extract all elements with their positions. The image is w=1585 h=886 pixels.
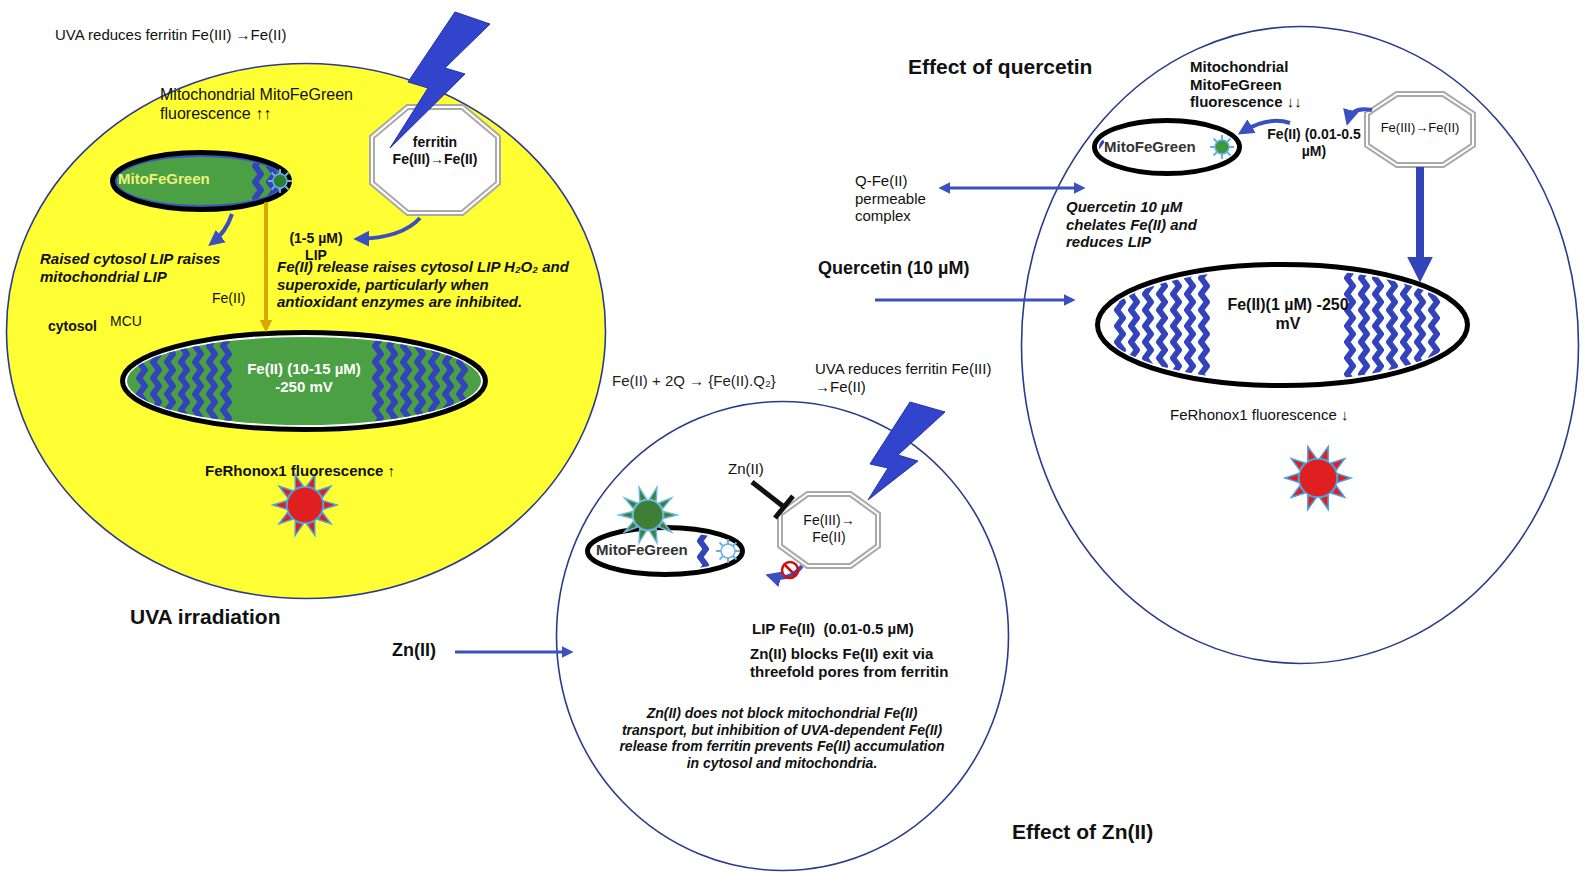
concentration: LIP Fe(II) (0.01-0.5 µM) bbox=[752, 620, 914, 638]
node-label: MitoFeGreen bbox=[1104, 138, 1209, 156]
annotation: Q-Fe(II) permeable complex bbox=[855, 172, 965, 225]
panel-title: Effect of Zn(II) bbox=[1012, 820, 1153, 845]
quercetin-cell-outline bbox=[1020, 25, 1580, 665]
quercetin-arrow bbox=[875, 299, 1072, 302]
annotation: Mitochondrial MitoFeGreen fluorescence ↑… bbox=[160, 86, 365, 124]
annotation: Raised cytosol LIP raises mitochondrial … bbox=[40, 250, 255, 285]
readout: FeRhonox1 fluorescence ↑ bbox=[205, 462, 395, 480]
annotation: Fe(II) release raises cytosol LIP H₂O₂ a… bbox=[277, 258, 569, 311]
mitochondrion: Fe(II)(1 µM) -250 mV bbox=[1095, 262, 1470, 388]
annotation: Zn(II) blocks Fe(II) exit via threefold … bbox=[750, 645, 985, 680]
complex-arrow bbox=[942, 187, 1082, 190]
mitochondrion: Fe(II) (10-15 µM) -250 mV bbox=[120, 330, 488, 432]
uva-cell: UVA irradiationcytosolMitoFeGreenferriti… bbox=[5, 62, 607, 600]
treatment-label: Zn(II) bbox=[392, 640, 436, 661]
zinc-arrow bbox=[455, 651, 570, 654]
panel-title: Effect of quercetin bbox=[908, 55, 1092, 80]
ferritin: ferritin Fe(III)→Fe(II) bbox=[370, 105, 500, 215]
mitochondrion: MitoFeGreen bbox=[585, 525, 745, 577]
ferritin: Fe(III)→ Fe(II) bbox=[778, 492, 880, 568]
note: UVA reduces ferritin Fe(III) →Fe(II) bbox=[815, 360, 1005, 395]
connector bbox=[1416, 167, 1424, 275]
mitochondrion: MitoFeGreen bbox=[1092, 118, 1242, 176]
inhibitor-label: Zn(II) bbox=[728, 460, 764, 478]
node-label: Fe(II) (10-15 µM) -250 mV bbox=[244, 360, 364, 395]
equation: Fe(II) + 2Q → {Fe(II).Q₂} bbox=[612, 372, 776, 390]
node-label: Fe(III)→ Fe(II) bbox=[785, 512, 873, 545]
node-label: ferritin Fe(III)→Fe(II) bbox=[380, 134, 490, 167]
ion-label: Fe(II) bbox=[212, 290, 245, 307]
concentration: Fe(II) (0.01-0.5 µM) bbox=[1262, 126, 1366, 159]
connector bbox=[264, 202, 268, 328]
channel-label: MCU bbox=[110, 313, 142, 330]
ferritin: Fe(III)→Fe(II) bbox=[1365, 92, 1475, 167]
annotation: Zn(II) does not block mitochondrial Fe(I… bbox=[617, 705, 947, 771]
panel-title: UVA irradiation bbox=[130, 605, 281, 630]
node-label: Fe(II)(1 µM) -250 mV bbox=[1218, 296, 1358, 334]
annotation: Mitochondrial MitoFeGreen fluorescence ↓… bbox=[1190, 58, 1320, 111]
treatment-label: Quercetin (10 µM) bbox=[818, 258, 969, 279]
note: UVA reduces ferritin Fe(III) →Fe(II) bbox=[55, 26, 286, 44]
quercetin-cell: Effect of quercetinMitoFeGreenFe(III)→Fe… bbox=[1020, 25, 1580, 665]
node-label: Fe(III)→Fe(II) bbox=[1370, 120, 1470, 135]
readout: FeRhonox1 fluorescence ↓ bbox=[1170, 406, 1348, 424]
node-label: MitoFeGreen bbox=[596, 541, 708, 559]
annotation: Quercetin 10 µM chelates Fe(II) and redu… bbox=[1066, 198, 1231, 251]
node-label: cytosol bbox=[48, 318, 97, 335]
mitochondrion: MitoFeGreen bbox=[110, 150, 292, 212]
node-label: MitoFeGreen bbox=[118, 170, 258, 188]
